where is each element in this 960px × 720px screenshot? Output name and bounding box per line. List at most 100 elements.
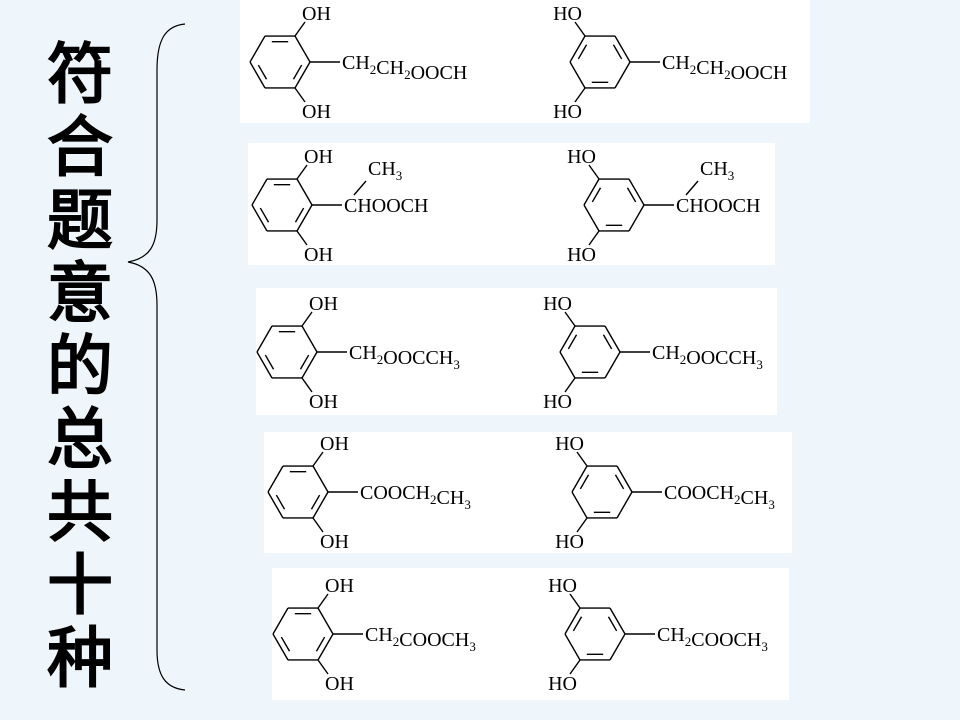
hydroxyl-top-label: HO — [553, 3, 582, 25]
bond — [579, 474, 590, 490]
hydroxyl-bottom-label: HO — [555, 531, 584, 553]
bond — [574, 21, 586, 37]
title-char: 的 — [47, 328, 113, 405]
hydroxyl-top-label: HO — [548, 575, 577, 597]
vertical-title: 符 合 题 意 的 总 共 十 种 — [40, 38, 120, 695]
hydroxyl-top-label: HO — [567, 146, 596, 168]
title-char: 十 — [47, 547, 113, 624]
bond — [272, 607, 289, 635]
bond — [609, 633, 626, 661]
bond — [294, 35, 311, 63]
bond — [296, 204, 313, 232]
hydroxyl-top-label: HO — [543, 293, 572, 315]
title-char: 种 — [47, 620, 113, 697]
substituent-label: COOCH2CH3 — [360, 482, 471, 512]
bond — [614, 61, 631, 89]
branch-methyl-label: CH3 — [368, 158, 402, 183]
hydroxyl-top-label: HO — [555, 433, 584, 455]
bond — [353, 180, 367, 196]
bond — [559, 325, 576, 353]
bond — [626, 187, 637, 203]
bond — [564, 311, 576, 327]
bond — [267, 491, 284, 519]
hydroxyl-top-label: OH — [320, 433, 349, 455]
bond — [628, 204, 645, 232]
substituent-label: CHOOCH — [344, 195, 428, 217]
bond — [317, 659, 329, 675]
molecule-meta-3: HO HO CH2OOCCH3 — [543, 293, 763, 413]
bond — [616, 465, 633, 493]
molecule-ortho-2: OH OH CHOOCH CH3 — [251, 146, 428, 266]
bond — [296, 164, 308, 180]
bond — [591, 187, 602, 203]
bond — [312, 517, 324, 533]
bond — [588, 230, 600, 246]
bond — [317, 607, 334, 635]
title-char: 符 — [47, 36, 113, 113]
title-char: 意 — [47, 255, 113, 332]
bond — [609, 607, 626, 635]
bond — [264, 354, 275, 370]
substituent-label: CH2OOCCH3 — [652, 342, 763, 372]
curly-brace — [127, 23, 186, 691]
hydroxyl-bottom-label: HO — [543, 391, 572, 413]
bond — [312, 451, 324, 467]
bond — [249, 35, 266, 63]
hydroxyl-bottom-label: OH — [325, 673, 354, 695]
bond — [571, 491, 588, 519]
bond — [628, 178, 645, 206]
bond — [317, 593, 329, 609]
hydroxyl-top-label: OH — [309, 293, 338, 315]
bond — [588, 164, 600, 180]
bond — [614, 474, 625, 490]
bond — [294, 21, 306, 37]
bond — [275, 494, 286, 510]
hydroxyl-top-label: OH — [302, 3, 331, 25]
bond — [280, 636, 291, 652]
bond — [317, 633, 334, 661]
bond — [571, 465, 588, 493]
hydroxyl-top-label: OH — [304, 146, 333, 168]
bond — [564, 633, 581, 661]
bond — [569, 35, 586, 63]
bond — [257, 64, 268, 80]
hydroxyl-bottom-label: HO — [567, 244, 596, 266]
bond — [604, 351, 621, 379]
bond — [294, 61, 311, 89]
title-char: 题 — [47, 182, 113, 259]
bond — [583, 204, 600, 232]
bond — [256, 351, 273, 379]
bond — [292, 64, 303, 80]
bond — [616, 491, 633, 519]
hydroxyl-bottom-label: OH — [309, 391, 338, 413]
bond — [602, 334, 613, 350]
bond — [312, 491, 329, 519]
bond — [251, 178, 268, 206]
bond — [569, 593, 581, 609]
bond — [315, 636, 326, 652]
substituent-label: CH2CH2OOCH — [342, 52, 467, 84]
bond — [569, 659, 581, 675]
title-char: 共 — [47, 474, 113, 551]
bond — [299, 354, 310, 370]
title-char: 合 — [47, 109, 113, 186]
bond — [614, 35, 631, 63]
bond — [310, 494, 321, 510]
bond — [294, 207, 305, 223]
bond — [574, 87, 586, 103]
bond — [296, 230, 308, 246]
bond — [249, 61, 266, 89]
hydroxyl-bottom-label: HO — [553, 101, 582, 123]
hydroxyl-bottom-label: OH — [304, 244, 333, 266]
bond — [312, 465, 329, 493]
structure-panel-2 — [248, 143, 775, 265]
bond — [296, 178, 313, 206]
title-char: 总 — [47, 401, 113, 478]
substituent-label: CH2OOCCH3 — [349, 342, 460, 372]
